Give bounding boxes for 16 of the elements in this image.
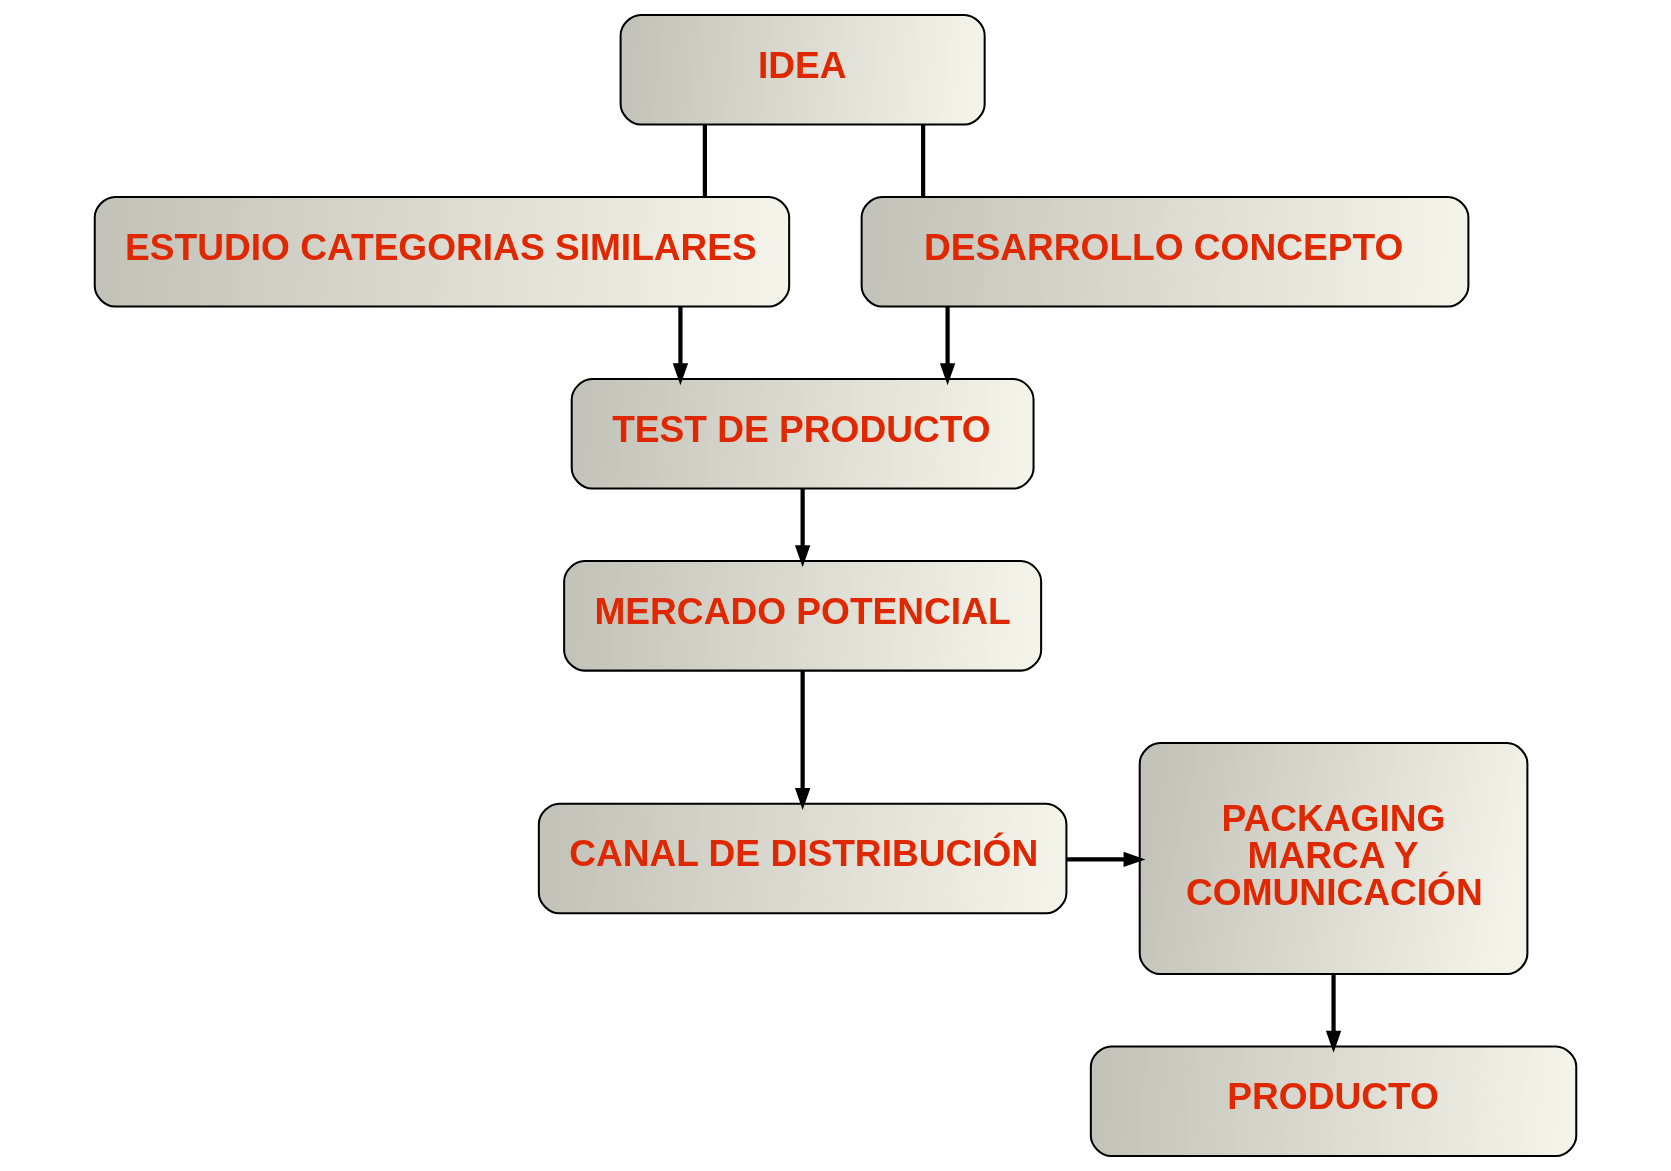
connector <box>702 124 707 197</box>
arrow <box>1325 974 1342 1053</box>
arrow <box>939 306 956 386</box>
node-box: PRODUCTO <box>1089 1045 1578 1158</box>
node-box: IDEA <box>619 13 986 126</box>
arrow <box>672 306 689 386</box>
arrow <box>794 488 811 568</box>
node-box: DESARROLLO CONCEPTO <box>860 196 1470 308</box>
node-box: PACKAGING MARCA Y COMUNICACIÓN <box>1138 742 1529 975</box>
arrow <box>1066 851 1146 868</box>
node-box: ESTUDIO CATEGORIAS SIMILARES <box>93 196 791 308</box>
node-box: CANAL DE DISTRIBUCIÓN <box>537 802 1068 915</box>
node-box: MERCADO POTENCIAL <box>563 560 1043 672</box>
arrow <box>794 670 811 811</box>
node-box: TEST DE PRODUCTO <box>570 378 1035 490</box>
connector <box>921 124 926 197</box>
